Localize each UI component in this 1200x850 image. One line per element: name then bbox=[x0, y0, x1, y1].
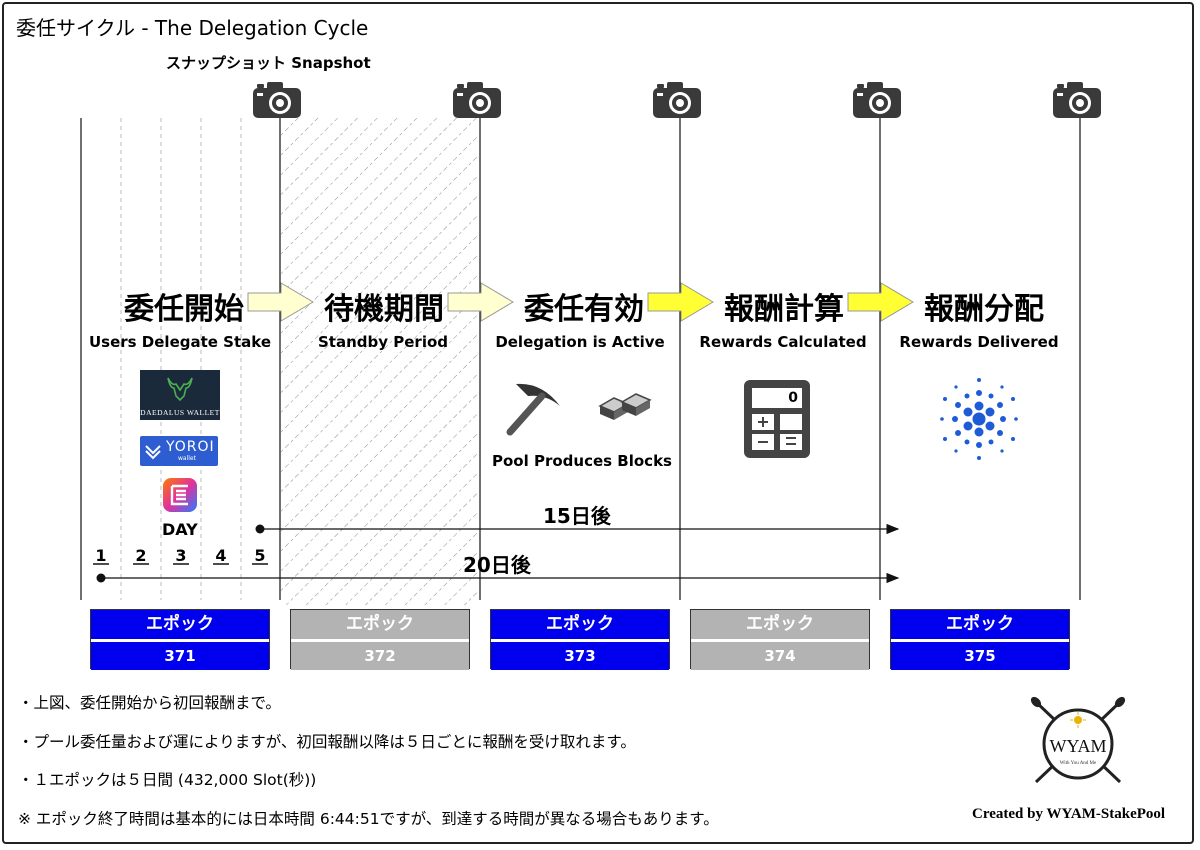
day-number: 1 bbox=[95, 546, 107, 565]
phase-arrow-2 bbox=[447, 282, 514, 322]
span-20-label: 20日後 bbox=[463, 553, 531, 577]
calculator-icon: 0 bbox=[744, 380, 810, 458]
yoroi-label: YOROI bbox=[166, 439, 215, 455]
blocks-icon bbox=[598, 393, 652, 420]
bull-icon bbox=[167, 377, 193, 402]
cardano-logo-icon bbox=[940, 378, 1018, 460]
day-number: 3 bbox=[175, 546, 187, 565]
phase-title-standby: 待機期間 bbox=[324, 292, 444, 327]
phase-arrows bbox=[247, 282, 914, 322]
camera-icon bbox=[1053, 82, 1101, 118]
standby-hatch bbox=[281, 118, 479, 605]
calc-key bbox=[780, 434, 802, 450]
yoroi-sublabel: wallet bbox=[178, 455, 196, 462]
note-line: ・上図、委任開始から初回報酬まで。 bbox=[18, 694, 281, 712]
epoch-box-373: エポック 373 bbox=[490, 609, 670, 670]
yoroi-chevron-icon bbox=[145, 445, 161, 460]
phase-subtitle-delivered: Rewards Delivered bbox=[899, 333, 1059, 351]
day-number: 4 bbox=[215, 546, 227, 565]
epoch-number: 371 bbox=[91, 642, 269, 670]
epoch-box-374: エポック 374 bbox=[690, 609, 870, 670]
camera-icon bbox=[653, 82, 701, 118]
pickaxe-icon bbox=[506, 383, 560, 436]
epoch-box-375: エポック 375 bbox=[890, 609, 1070, 670]
epoch-number: 375 bbox=[891, 642, 1069, 670]
phase-title-delivered: 報酬分配 bbox=[924, 292, 1044, 327]
epoch-label: エポック bbox=[91, 610, 269, 642]
wyam-logo-text: WYAM bbox=[1050, 736, 1107, 756]
epoch-box-371: エポック 371 bbox=[90, 609, 270, 670]
yoroi-wallet-logo: YOROI wallet bbox=[140, 436, 218, 466]
pool-produces-blocks-label: Pool Produces Blocks bbox=[492, 452, 672, 470]
phase-title-calculated: 報酬計算 bbox=[724, 292, 844, 327]
phase-arrow-1 bbox=[247, 282, 314, 322]
camera-icon bbox=[453, 82, 501, 118]
phase-arrow-4 bbox=[847, 282, 914, 322]
camera-icon bbox=[853, 82, 901, 118]
day-number: 5 bbox=[254, 546, 266, 565]
day-label: DAY bbox=[162, 520, 198, 539]
epoch-number: 373 bbox=[491, 642, 669, 670]
day-number: 2 bbox=[135, 546, 147, 565]
eternl-wallet-icon bbox=[163, 478, 197, 512]
epoch-label: エポック bbox=[291, 610, 469, 642]
epoch-boundary-lines bbox=[80, 118, 1081, 600]
day-dashed-lines bbox=[120, 118, 242, 600]
calc-key bbox=[780, 414, 802, 430]
calculator-display: 0 bbox=[752, 388, 802, 408]
epoch-label: エポック bbox=[491, 610, 669, 642]
note-line: ・プール委任量および運によりますが、初回報酬以降は５日ごとに報酬を受け取れます。 bbox=[18, 733, 636, 751]
phase-subtitle-standby: Standby Period bbox=[318, 333, 448, 351]
wyam-logo: WYAM With You And Me bbox=[1030, 696, 1126, 784]
epoch-box-372: エポック 372 bbox=[290, 609, 470, 670]
note-line: ※ エポック終了時間は基本的には日本時間 6:44:51ですが、到達する時間が異… bbox=[18, 810, 719, 828]
daedalus-wallet-logo: DAEDALUS WALLET bbox=[140, 370, 220, 420]
phase-subtitle-delegate: Users Delegate Stake bbox=[88, 333, 272, 351]
phase-subtitle-calculated: Rewards Calculated bbox=[699, 333, 867, 351]
epoch-number: 374 bbox=[691, 642, 869, 670]
phase-arrow-3 bbox=[647, 282, 714, 322]
snapshot-label: スナップショット Snapshot bbox=[166, 54, 371, 72]
phase-title-delegate: 委任開始 bbox=[124, 292, 244, 327]
phase-subtitle-active: Delegation is Active bbox=[495, 333, 665, 351]
camera-icon bbox=[253, 82, 301, 118]
epoch-label: エポック bbox=[891, 610, 1069, 642]
note-line: ・１エポックは５日間 (432,000 Slot(秒)) bbox=[18, 771, 317, 789]
epoch-number: 372 bbox=[291, 642, 469, 670]
diagram-title: 委任サイクル - The Delegation Cycle bbox=[16, 16, 369, 40]
span-15-label: 15日後 bbox=[543, 504, 611, 528]
wyam-logo-tagline: With You And Me bbox=[1060, 761, 1097, 766]
daedalus-label: DAEDALUS WALLET bbox=[140, 408, 220, 417]
credit-text: Created by WYAM-StakePool bbox=[972, 806, 1166, 822]
phase-title-active: 委任有効 bbox=[524, 292, 644, 327]
epoch-label: エポック bbox=[691, 610, 869, 642]
calc-symbols bbox=[758, 417, 796, 445]
